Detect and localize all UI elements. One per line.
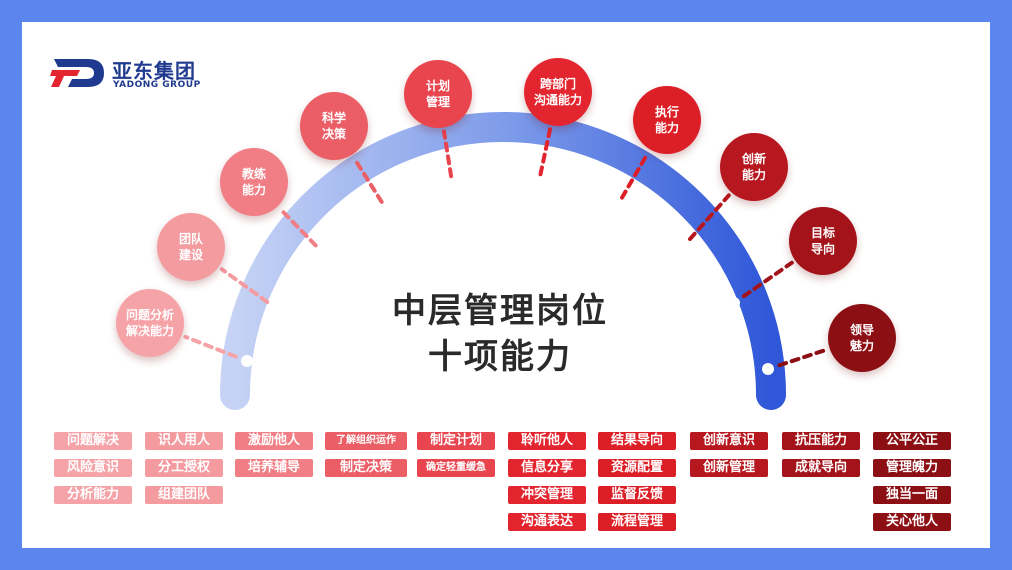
ability-circle-7: 执行 能力 [633,86,701,154]
connector-6 [538,127,553,177]
skill-tag-c10-r3: 独当一面 [873,486,951,504]
ability-circle-6: 跨部门 沟通能力 [524,58,592,126]
arc-dot-8 [676,242,688,254]
connector-8 [687,193,731,242]
skill-tag-c5-r1: 制定计划 [417,432,495,450]
skill-tag-c9-r2: 成就导向 [782,459,860,477]
arc-dot-4 [382,206,394,218]
connector-9 [741,260,794,299]
skill-tag-c7-r3: 监督反馈 [598,486,676,504]
skill-tag-c4-r2: 制定决策 [325,459,407,477]
ability-circle-9: 目标 导向 [789,207,857,275]
connector-1 [183,334,238,359]
logo-english-name: YADONG GROUP [113,80,201,90]
arc-band [220,112,786,410]
arc-dots [241,180,774,375]
ability-label-9: 目标 导向 [810,226,835,256]
ability-circle-3: 教练 能力 [220,148,288,216]
skill-tag-c7-r2: 资源配置 [598,459,676,477]
ability-label-10: 领导 魅力 [849,323,874,353]
skill-tag-c2-r1: 识人用人 [145,432,223,450]
center-title-line2: 十项能力 [428,337,572,377]
ability-label-7: 执行 能力 [654,105,679,135]
skill-tag-c6-r3: 冲突管理 [508,486,586,504]
skill-tag-c9-r1: 抗压能力 [782,432,860,450]
ability-label-2: 团队 建设 [178,232,203,262]
skill-tag-c10-r1: 公平公正 [873,432,951,450]
skill-tag-c10-r2: 管理魄力 [873,459,951,477]
skill-tag-c6-r4: 沟通表达 [508,513,586,531]
skill-tag-c8-r2: 创新管理 [690,459,768,477]
ability-label-4: 科学 决策 [321,111,346,141]
arc-dot-5 [447,182,459,194]
arc-connectors [183,127,828,368]
skill-tag-c2-r3: 组建团队 [145,486,223,504]
arc-dot-9 [728,297,740,309]
connector-5 [441,129,454,179]
connector-4 [352,156,384,204]
skill-tag-c6-r1: 聆听他人 [508,432,586,450]
ability-circle-5: 计划 管理 [404,60,472,128]
ability-circle-8: 创新 能力 [720,133,788,201]
arc-dot-1 [241,355,253,367]
arc-dot-7 [610,202,622,214]
ability-circle-4: 科学 决策 [300,92,368,160]
skill-tag-c7-r1: 结果导向 [598,432,676,450]
skill-tag-c2-r2: 分工授权 [145,459,223,477]
arc-dot-3 [318,248,330,260]
skill-tag-c10-r4: 关心他人 [873,513,951,531]
connector-2 [219,267,270,304]
skill-tag-c8-r1: 创新意识 [690,432,768,450]
arc-dot-10 [762,363,774,375]
ability-circle-1: 问题分析 解决能力 [116,289,184,357]
skill-tag-c6-r2: 信息分享 [508,459,586,477]
connector-7 [620,150,650,200]
arc-dot-6 [532,180,544,192]
ability-label-6: 跨部门 沟通能力 [533,77,582,107]
skill-tag-c3-r2: 培养辅导 [235,459,313,477]
skill-tag-c7-r4: 流程管理 [598,513,676,531]
company-logo: 亚东集团 YADONG GROUP [50,55,210,91]
arc-dot-2 [271,303,283,315]
connector-10 [777,347,828,368]
skill-tag-c5-r2: 确定轻重缓急 [417,459,495,477]
ability-label-5: 计划 管理 [425,79,450,109]
ability-circle-10: 领导 魅力 [828,304,896,372]
ability-circle-2: 团队 建设 [157,213,225,281]
center-title: 中层管理岗位 十项能力 [330,288,670,380]
skill-tag-c4-r1: 了解组织运作 [325,432,407,450]
ability-label-8: 创新 能力 [741,152,766,182]
skill-tag-c1-r1: 问题解决 [54,432,132,450]
ability-label-3: 教练 能力 [241,167,266,197]
skill-tag-c1-r2: 风险意识 [54,459,132,477]
skill-tag-c3-r1: 激励他人 [235,432,313,450]
center-title-line1: 中层管理岗位 [392,291,608,331]
ability-label-1: 问题分析 解决能力 [125,308,174,338]
logo-chinese-name: 亚东集团 [112,59,196,83]
connector-3 [278,207,318,248]
yadong-logo-icon [50,59,104,87]
skill-tag-c1-r3: 分析能力 [54,486,132,504]
